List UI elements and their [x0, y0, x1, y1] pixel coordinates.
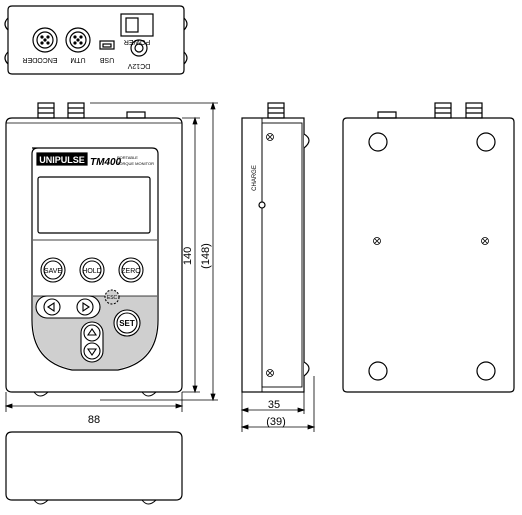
back-foot-top-right-icon: [476, 132, 496, 152]
charge-label: CHARGE: [252, 165, 258, 191]
side-dimensions: [240, 376, 316, 432]
side-screw-bottom-icon: [266, 369, 274, 377]
model-subtitle-1: PORTABLE: [117, 155, 138, 160]
hold-label: HOLD: [82, 268, 101, 275]
dc-jack-icon: [130, 39, 148, 57]
top-view-foot-left-2: [4, 51, 9, 65]
usb-label: USB: [99, 56, 114, 63]
back-screw-left-icon: [373, 237, 381, 245]
model-name: TM400: [90, 157, 122, 168]
zero-label: ZERO: [121, 268, 141, 275]
save-button[interactable]: SAVE: [40, 257, 66, 283]
front-body: [5, 117, 183, 393]
front-dimensions: [4, 101, 218, 412]
top-view-foot-left: [4, 17, 9, 31]
side-foot-top: [303, 133, 310, 149]
esc-button[interactable]: ESC: [104, 289, 120, 305]
back-foot-bottom-right-icon: [476, 361, 496, 381]
front-text: UNIPULSE TM400 PORTABLE TORQUE MONITOR: [39, 155, 154, 168]
top-view: [4, 5, 188, 75]
top-view-foot-right-2: [183, 51, 188, 65]
up-arrow-button[interactable]: [83, 324, 101, 342]
encoder-label: ENCODER: [22, 56, 57, 63]
front-buttons: SAVE HOLD ZERO ESC: [35, 257, 144, 363]
side-view: [241, 102, 310, 393]
bottom-view: [5, 431, 183, 505]
bottom-view-body: [5, 431, 183, 501]
top-view-foot-right: [183, 17, 188, 31]
power-switch-icon: [120, 13, 154, 37]
up-down-pad: [80, 321, 104, 363]
front-dimension-labels: 88 140 (148): [88, 243, 212, 426]
encoder-connector-icon: [32, 27, 58, 53]
dim-width: 88: [88, 414, 100, 426]
utm-label: UTM: [70, 56, 85, 63]
side-dimension-labels: 35 (39): [266, 399, 286, 428]
right-arrow-icon: [82, 301, 90, 313]
dim-depth-total: (39): [266, 416, 286, 428]
side-foot-bottom: [303, 361, 310, 377]
side-view-body: [241, 117, 305, 393]
back-screw-right-icon: [481, 237, 489, 245]
top-view-labels: ENCODER UTM USB POWER DC12V: [22, 38, 150, 69]
hold-button[interactable]: HOLD: [79, 257, 105, 283]
top-view-body: [7, 5, 185, 75]
back-foot-bottom-left-icon: [368, 361, 388, 381]
back-view-body: [342, 117, 515, 393]
left-arrow-button[interactable]: [43, 298, 61, 316]
usb-port-icon: [99, 40, 115, 50]
charge-led-icon: [258, 201, 266, 209]
esc-label: ESC: [107, 295, 118, 301]
front-panel: [31, 147, 159, 371]
right-arrow-button[interactable]: [76, 298, 94, 316]
set-label: SET: [119, 319, 135, 328]
back-view: [342, 102, 515, 393]
back-foot-top-left-icon: [368, 132, 388, 152]
dim-height: 140: [182, 247, 194, 265]
zero-button[interactable]: ZERO: [118, 257, 144, 283]
left-right-pad: [35, 295, 101, 319]
dim-height-total: (148): [200, 243, 212, 269]
set-button[interactable]: SET: [113, 309, 141, 337]
down-arrow-button[interactable]: [83, 342, 101, 360]
brand-logo: UNIPULSE: [39, 155, 85, 165]
brand-logo-box: [36, 152, 88, 166]
save-label: SAVE: [44, 268, 62, 275]
utm-connector-icon: [65, 27, 91, 53]
dim-depth: 35: [268, 399, 280, 411]
side-screw-top-icon: [266, 133, 274, 141]
left-arrow-icon: [47, 301, 55, 313]
up-arrow-icon: [86, 328, 98, 336]
dc12v-label: DC12V: [127, 62, 150, 69]
power-label: POWER: [124, 38, 150, 45]
down-arrow-icon: [86, 348, 98, 356]
model-subtitle-2: TORQUE MONITOR: [117, 161, 154, 166]
front-top-connectors: [37, 102, 146, 119]
lcd-screen: [37, 176, 151, 234]
